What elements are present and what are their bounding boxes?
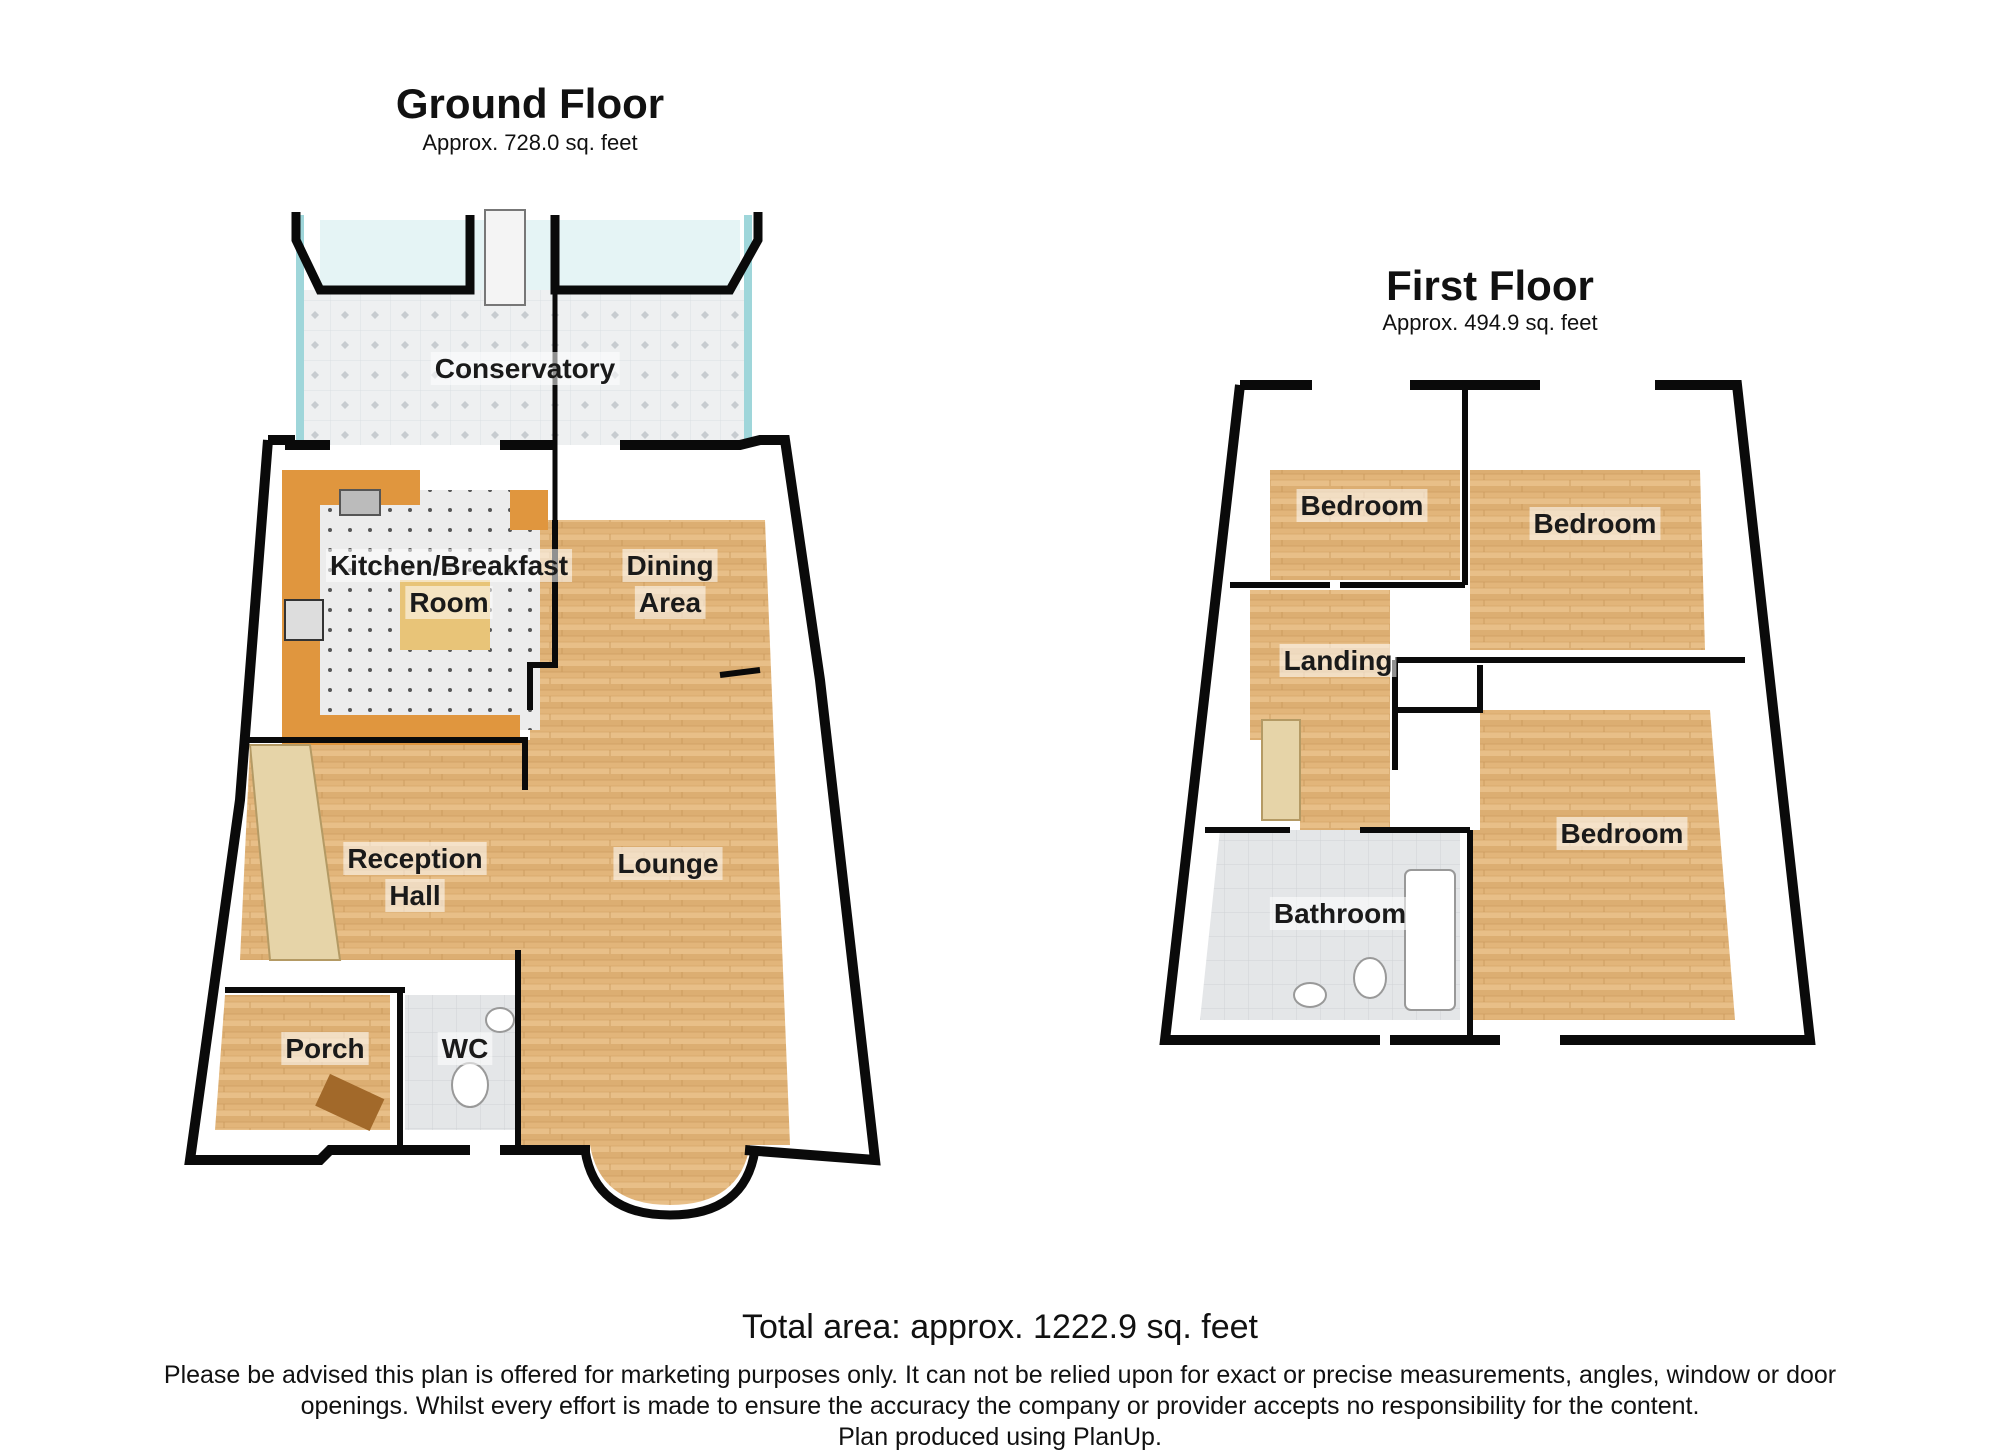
wc-basin	[485, 1007, 515, 1033]
conservatory-door	[484, 209, 526, 306]
room-label-backing	[385, 879, 445, 912]
lounge-bay-window	[580, 1149, 760, 1220]
bathroom-bath	[1404, 869, 1456, 1011]
room-label-backing	[613, 847, 723, 880]
first-floor-room-labels: Bedroom Bedroom Landing Bedroom Bathroom	[1269, 489, 1688, 930]
kitchen-worktops	[282, 470, 520, 745]
wc-toilet	[451, 1062, 489, 1108]
room-label-backing	[405, 586, 493, 619]
room-label-kitchen-line2: Room	[409, 587, 488, 618]
room-label-lounge: Lounge	[617, 848, 718, 879]
first-floor-area: Approx. 494.9 sq. feet	[1382, 310, 1598, 335]
room-label-backing	[634, 586, 706, 619]
first-floor-inner-walls	[1205, 385, 1745, 1040]
room-label-backing	[1296, 489, 1428, 522]
bedroom-front-left-floor	[1270, 470, 1460, 580]
first-floor-outer-walls	[1159, 380, 1816, 1045]
ground-floor-title: Ground Floor	[395, 80, 665, 127]
disclaimer-line-2: openings. Whilst every effort is made to…	[300, 1392, 1700, 1420]
room-label-landing: Landing	[1284, 645, 1393, 676]
room-label-backing	[343, 842, 487, 875]
staircase	[248, 744, 342, 961]
disclaimer: Please be advised this plan is offered f…	[40, 1360, 1960, 1453]
room-label-wc: WC	[442, 1033, 489, 1064]
kitchen-sink	[339, 489, 381, 516]
bathroom-toilet	[1353, 957, 1387, 999]
first-floor-stairwell	[1261, 719, 1301, 821]
room-label-porch: Porch	[285, 1033, 364, 1064]
room-label-backing	[1529, 507, 1661, 540]
disclaimer-line-3: Plan produced using PlanUp.	[838, 1423, 1162, 1451]
room-label-bedroom-front-left: Bedroom	[1301, 490, 1424, 521]
ground-floor-area: Approx. 728.0 sq. feet	[422, 130, 638, 155]
room-label-backing	[281, 1032, 369, 1065]
room-label-backing	[437, 1032, 493, 1065]
disclaimer-line-1: Please be advised this plan is offered f…	[163, 1361, 1837, 1389]
bedroom-front-right-floor	[1470, 470, 1705, 650]
room-label-backing	[1556, 817, 1688, 850]
ground-floor-room-labels: Conservatory Kitchen/Breakfast Room Dini…	[281, 352, 723, 1065]
room-label-kitchen-line1: Kitchen/Breakfast	[330, 550, 568, 581]
first-floor-plan	[1159, 380, 1816, 1045]
room-label-backing	[1269, 897, 1411, 930]
total-area: Total area: approx. 1222.9 sq. feet	[741, 1308, 1258, 1346]
conservatory-glass-back	[320, 220, 740, 290]
room-label-backing	[622, 549, 718, 582]
room-label-bedroom-front-right: Bedroom	[1534, 508, 1657, 539]
room-label-backing	[430, 352, 620, 385]
bedroom-rear-floor	[1470, 710, 1735, 1020]
room-label-reception-line2: Hall	[389, 880, 440, 911]
lounge-bay-window-floor	[590, 1145, 750, 1205]
room-label-conservatory: Conservatory	[435, 353, 616, 384]
kitchen-wall-unit-right	[510, 490, 548, 530]
room-label-backing	[325, 549, 573, 582]
bathroom-basin	[1293, 982, 1327, 1008]
porch-doormat	[315, 1073, 385, 1131]
room-label-bathroom: Bathroom	[1274, 898, 1406, 929]
room-label-backing	[1279, 644, 1397, 677]
room-label-dining-line2: Area	[639, 587, 702, 618]
ground-floor-inner-walls	[225, 520, 761, 1150]
ground-floor-outer-walls	[184, 435, 881, 1166]
room-label-reception-line1: Reception	[347, 843, 482, 874]
first-floor-title: First Floor	[1386, 262, 1594, 309]
room-label-bedroom-rear: Bedroom	[1561, 818, 1684, 849]
kitchen-hob	[284, 599, 324, 641]
room-label-dining-line1: Dining	[626, 550, 713, 581]
